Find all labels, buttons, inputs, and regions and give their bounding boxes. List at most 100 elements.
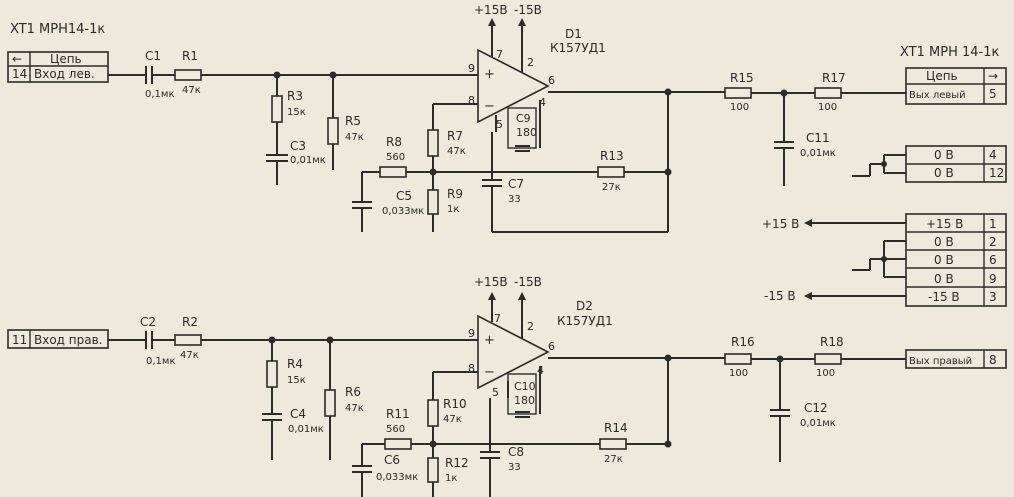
r16-value: 100: [729, 368, 748, 379]
output-right-pin: 8: [989, 353, 997, 367]
d1-type: К157УД1: [550, 41, 606, 55]
r7-resistor: [427, 129, 439, 157]
d2-pin-2: 2: [527, 320, 534, 333]
connector-xt1-left-title: XT1 МРН14-1к: [10, 22, 105, 37]
r3-resistor: [271, 95, 283, 123]
r12-value: 1к: [445, 473, 457, 484]
r17-ref: R17: [822, 71, 846, 85]
ground-connector-block: 0 В 4 0 В 12: [852, 145, 1007, 183]
r1-resistor: [174, 69, 202, 81]
r1-value: 47к: [182, 85, 201, 96]
r4-ref: R4: [287, 357, 303, 371]
r17-value: 100: [818, 102, 837, 113]
channel-bottom: C2 0,1мк R2 47к R4 15к C4 0,01мк R6 47к …: [108, 275, 906, 497]
c2-ref: C2: [140, 315, 156, 329]
r2-resistor: [174, 334, 202, 346]
ground-row-2-label: 0 В: [934, 166, 954, 180]
r5-resistor: [327, 117, 339, 145]
power-row-3-label: 0 В: [934, 253, 954, 267]
r7-value: 47к: [447, 146, 466, 157]
r11-value: 560: [386, 424, 405, 435]
header-arrow-right: →: [988, 69, 998, 83]
d1-pin-9: 9: [468, 62, 475, 75]
rail-plus-label: +15 В: [762, 217, 799, 231]
r18-ref: R18: [820, 335, 844, 349]
r4-resistor: [266, 360, 278, 388]
d1-supply-plus: +15В: [474, 3, 508, 17]
d1-minus-sign: −: [484, 99, 495, 114]
input-left-label: Вход лев.: [34, 67, 95, 81]
r11-resistor: [384, 438, 412, 450]
r2-value: 47к: [180, 350, 199, 361]
r5-ref: R5: [345, 114, 361, 128]
output-connector-right: [905, 349, 1007, 369]
r13-ref: R13: [600, 149, 624, 163]
power-row-5-pin: 3: [989, 290, 997, 304]
r8-value: 560: [386, 152, 405, 163]
ground-row-1-label: 0 В: [934, 148, 954, 162]
r14-ref: R14: [604, 421, 628, 435]
ground-row-2-pin: 12: [989, 166, 1004, 180]
connector-xt1-right-title: XT1 МРН 14-1к: [900, 45, 999, 60]
r13-value: 27к: [602, 182, 621, 193]
r9-resistor: [427, 189, 439, 215]
r7-ref: R7: [447, 129, 463, 143]
c9-ref: C9: [516, 112, 531, 125]
c11-value: 0,01мк: [800, 148, 836, 159]
d1-pin-7: 7: [496, 48, 503, 61]
c5-value: 0,033мк: [382, 206, 424, 217]
r16-ref: R16: [731, 335, 755, 349]
power-row-4-label: 0 В: [934, 272, 954, 286]
r10-value: 47к: [443, 414, 462, 425]
d2-plus-sign: +: [484, 333, 495, 348]
r12-ref: R12: [445, 456, 469, 470]
r17-resistor: [814, 87, 842, 99]
opamp-d1: [477, 48, 550, 124]
r4-value: 15к: [287, 375, 306, 386]
input-right-pin: 11: [12, 333, 27, 347]
power-row-1-pin: 1: [989, 217, 997, 231]
power-row-5-label: -15 В: [928, 290, 960, 304]
r13-resistor: [597, 166, 625, 178]
d1-pin-8: 8: [468, 94, 475, 107]
r11-ref: R11: [386, 407, 410, 421]
output-connector-left: [905, 67, 1007, 105]
output-right-label: Вых правый: [909, 356, 972, 367]
c4-value: 0,01мк: [288, 424, 324, 435]
c7-ref: C7: [508, 177, 524, 191]
d1-supply-minus: -15В: [514, 3, 542, 17]
r6-ref: R6: [345, 385, 361, 399]
c11-ref: C11: [806, 131, 830, 145]
header-arrow-left: ←: [12, 52, 22, 66]
c5-ref: C5: [396, 189, 412, 203]
c3-value: 0,01мк: [290, 155, 326, 166]
power-row-2-label: 0 В: [934, 235, 954, 249]
r8-ref: R8: [386, 135, 402, 149]
d2-pin-6: 6: [548, 340, 555, 353]
r15-ref: R15: [730, 71, 754, 85]
r10-resistor: [427, 399, 439, 427]
r6-resistor: [324, 389, 336, 417]
d1-plus-sign: +: [484, 67, 495, 82]
r5-value: 47к: [345, 132, 364, 143]
d1-pin-6: 6: [548, 74, 555, 87]
d1-pin-2: 2: [527, 56, 534, 69]
power-row-2-pin: 2: [989, 235, 997, 249]
r12-resistor: [427, 457, 439, 483]
r1-ref: R1: [182, 49, 198, 63]
c6-ref: C6: [384, 453, 400, 467]
input-left-pin: 14: [12, 67, 27, 81]
c3-ref: C3: [290, 139, 306, 153]
d2-supply-plus: +15В: [474, 275, 508, 289]
ground-row-1-pin: 4: [989, 148, 997, 162]
d2-ref: D2: [576, 299, 593, 313]
input-right-label: Вход прав.: [34, 333, 103, 347]
c8-value: 33: [508, 462, 521, 473]
power-row-3-pin: 6: [989, 253, 997, 267]
d1-pin-4: 4: [539, 96, 546, 109]
c6-value: 0,033мк: [376, 472, 418, 483]
c12-ref: C12: [804, 401, 828, 415]
c1-value: 0,1мк: [145, 89, 175, 100]
c12-value: 0,01мк: [800, 418, 836, 429]
